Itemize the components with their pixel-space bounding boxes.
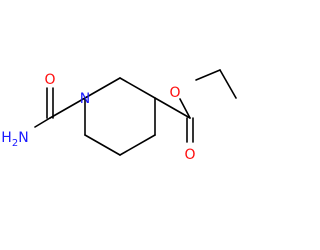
amide-c-n-bond	[34, 117, 51, 128]
n-to-carbonyl-bond	[49, 97, 86, 119]
bond-layer	[34, 69, 237, 156]
ring-to-ester-bond	[154, 97, 191, 119]
molecule-diagram: N O H2N O O	[1, 69, 237, 163]
amide-oxygen-label: O	[44, 72, 55, 88]
amide-nitrogen-label: H2N	[1, 130, 28, 149]
ester-oxygen-label: O	[169, 85, 180, 101]
ring-nitrogen-label: N	[80, 91, 90, 107]
ethyl-bond	[219, 69, 237, 99]
ring-bond	[119, 134, 156, 156]
ethyl-bond	[195, 69, 221, 81]
carbonyl-oxygen-label: O	[184, 147, 195, 163]
atom-label-layer: N O H2N O O	[1, 72, 195, 163]
ring-bond	[119, 77, 156, 99]
ester-single-bond	[179, 98, 191, 119]
structure-canvas: N O H2N O O	[1, 69, 237, 163]
ring-bond	[84, 134, 121, 156]
ring-bond	[84, 77, 121, 99]
